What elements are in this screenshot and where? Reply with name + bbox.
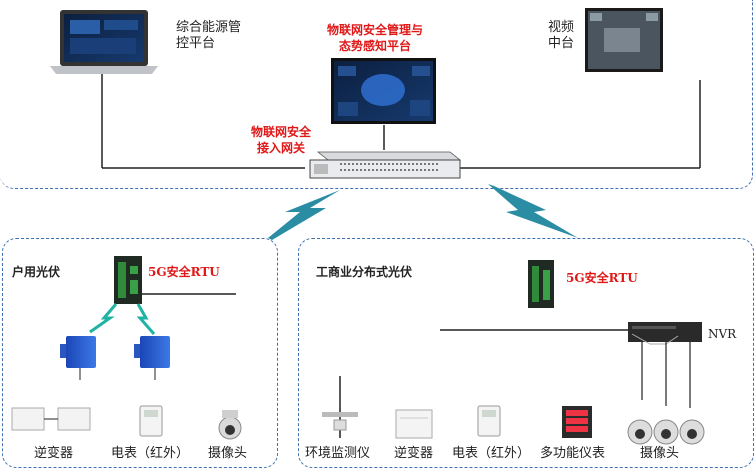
left-device-label-meter: 电表（红外） [111,446,190,461]
top-panel [0,0,753,189]
household-pv-title: 户用光伏 [12,265,61,279]
commercial-pv-panel [298,238,754,468]
left-inverter-icon [11,407,91,431]
left-device-label-inverter: 逆变器 [34,446,74,461]
right-device-label-camera: 摄像头 [640,446,680,461]
right-meter-icon [477,405,501,437]
right-rtu-icon [528,260,554,308]
right-cameras-icon [627,419,705,445]
left-camera-icon [218,410,242,440]
video-monitor-icon [585,8,663,72]
left-wireless-1 [89,303,118,334]
right-device-label-inverter: 逆变器 [394,446,434,461]
monitor-icon [331,58,436,124]
laptop-icon [50,10,158,74]
top-connections [101,72,701,169]
right-device-label-meter: 电表（红外） [452,446,531,461]
household-pv-panel [2,238,278,468]
energy-platform-label: 综合能源管 控平台 [176,20,242,51]
left-wireless-2 [136,303,156,335]
left-module-2-icon [134,336,170,380]
commercial-pv-title: 工商业分布式光伏 [316,265,413,279]
left-module-1-icon [60,336,96,380]
nvr-device-icon [628,322,702,345]
video-platform-label: 视频 中台 [548,20,575,51]
right-device-label-multimeter: 多功能仪表 [540,446,606,461]
wireless-link-right [488,184,578,238]
multifunction-meter-icon [562,406,592,438]
right-inverter-icon [395,409,433,439]
security-platform-label: 物联网安全管理与 态势感知平台 [327,23,424,53]
environment-monitor-icon [322,408,358,438]
right-device-label-env: 环境监测仪 [305,446,371,461]
left-rtu-label: 5G安全RTU [148,265,220,279]
right-rtu-label: 5G安全RTU [566,271,638,285]
left-device-label-camera: 摄像头 [208,446,248,461]
gateway-device-icon [309,151,462,179]
left-meter-icon [139,405,163,437]
left-rtu-icon [114,256,142,304]
nvr-label: NVR [708,327,737,341]
gateway-label: 物联网安全 接入网关 [251,125,312,155]
wireless-link-left [268,190,340,240]
